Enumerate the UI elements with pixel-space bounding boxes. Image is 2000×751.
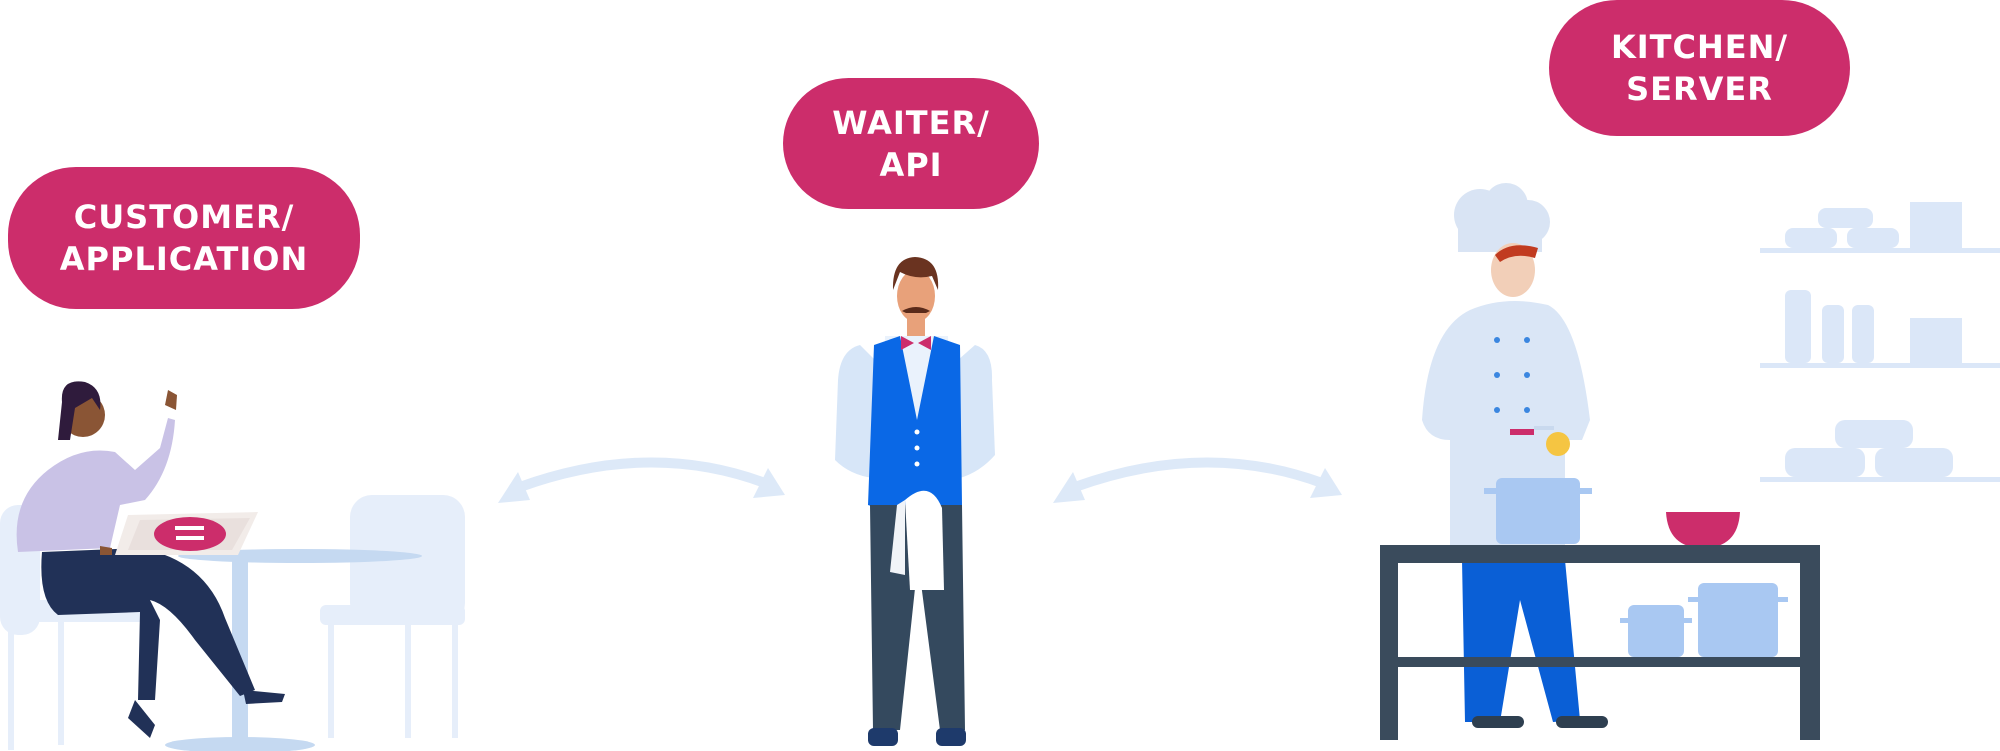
kitchen-table-icon [1380,478,1820,740]
customer-label-line1: CUSTOMER/ [73,198,295,236]
arrow-waiter-kitchen-icon [1053,457,1342,503]
customer-with-menu-icon [0,381,465,751]
chef-icon [1422,183,1608,728]
kitchen-shelves-icon [1760,202,2000,482]
waiter-icon [835,257,995,746]
arrow-customer-waiter-icon [498,457,785,503]
kitchen-label-line2: SERVER [1626,70,1773,108]
waiter-label-line2: API [879,145,943,184]
kitchen-label-line1: KITCHEN/ [1610,28,1789,66]
customer-application-label: CUSTOMER/ APPLICATION [8,167,360,309]
waiter-label-line1: WAITER/ [832,103,990,142]
waiter-api-label: WAITER/ API [783,78,1039,209]
customer-label-line2: APPLICATION [59,240,309,278]
kitchen-server-label: KITCHEN/ SERVER [1549,0,1850,136]
